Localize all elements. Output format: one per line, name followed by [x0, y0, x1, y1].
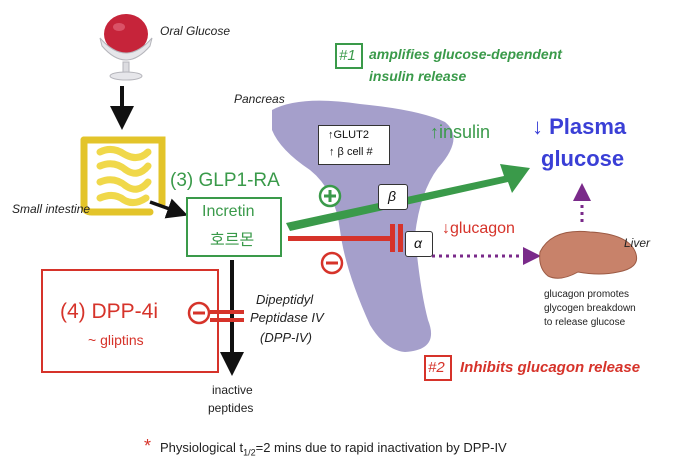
minus-icon: [320, 251, 344, 275]
footer-text-b: =2 mins due to rapid inactivation by DPP…: [255, 440, 507, 455]
note1-number: #1: [339, 47, 356, 64]
glucose-drink-icon: [99, 14, 153, 81]
glut2-label: ↑GLUT2: [328, 129, 369, 141]
beta-symbol: β: [388, 188, 396, 204]
incretin-line1: Incretin: [202, 203, 255, 220]
liver-note-line3: to release glucose: [544, 317, 626, 328]
beta-cell-label: ↑ β cell #: [329, 146, 373, 158]
dpp4-line2: Peptidase IV: [250, 310, 324, 325]
pancreas-label: Pancreas: [234, 92, 285, 106]
gliptins-label: ~ gliptins: [88, 332, 144, 348]
insulin-arrow: [286, 164, 530, 231]
note1-line2: insulin release: [369, 68, 467, 84]
liver-icon: [539, 230, 638, 279]
footer-subscript: 1/2: [243, 447, 256, 458]
glucagon-inhibition-bar: [288, 224, 403, 252]
beta-cell-box: [378, 184, 408, 210]
dpp4i-box: [41, 269, 219, 373]
alpha-cell-box: [405, 231, 433, 257]
dpp4i-title: (4) DPP-4i: [60, 300, 159, 323]
plasma-glucose-line2: glucose: [541, 146, 625, 171]
dpp4-block-mark: [210, 310, 244, 314]
incretin-box: [186, 197, 282, 257]
small-intestine-icon: [80, 136, 166, 216]
footer-asterisk: *: [144, 436, 152, 456]
small-intestine-label: Small intestine: [12, 202, 91, 216]
arrow-intestine-to-incretin: [149, 198, 188, 219]
inactive-line2: peptides: [208, 401, 254, 415]
liver-note-line1: glucagon promotes: [544, 289, 630, 300]
inactive-line1: inactive: [212, 383, 253, 397]
note2-number: #2: [428, 359, 445, 376]
glut2-box: [318, 125, 390, 165]
insulin-label: ↑insulin: [430, 122, 491, 142]
dpp4-line1: Dipeptidyl: [256, 292, 314, 307]
alpha-symbol: α: [414, 235, 422, 251]
liver-note-line2: glycogen breakdown: [544, 303, 636, 314]
glucagon-label: ↓glucagon: [442, 220, 515, 237]
glp1ra-label: (3) GLP1-RA: [170, 170, 280, 191]
incretin-line2: 호르몬: [210, 232, 255, 249]
plasma-glucose-line1: ↓ Plasma: [532, 114, 627, 139]
pancreas-shape: [272, 100, 454, 352]
note2-number-box: [424, 355, 452, 381]
minus-icon: [187, 301, 211, 325]
footer-text-a: Physiological t: [160, 440, 244, 455]
note2-text: Inhibits glucagon release: [460, 359, 641, 376]
dpp4-block-mark: [210, 318, 244, 322]
liver-label: Liver: [624, 236, 651, 250]
oral-glucose-label: Oral Glucose: [160, 24, 231, 38]
dpp4-line3: (DPP-IV): [260, 330, 312, 345]
note1-line1: amplifies glucose-dependent: [369, 46, 562, 62]
footer-text: Physiological t1/2=2 mins due to rapid i…: [160, 440, 507, 458]
note1-number-box: [335, 43, 363, 69]
plus-icon: [318, 184, 342, 208]
